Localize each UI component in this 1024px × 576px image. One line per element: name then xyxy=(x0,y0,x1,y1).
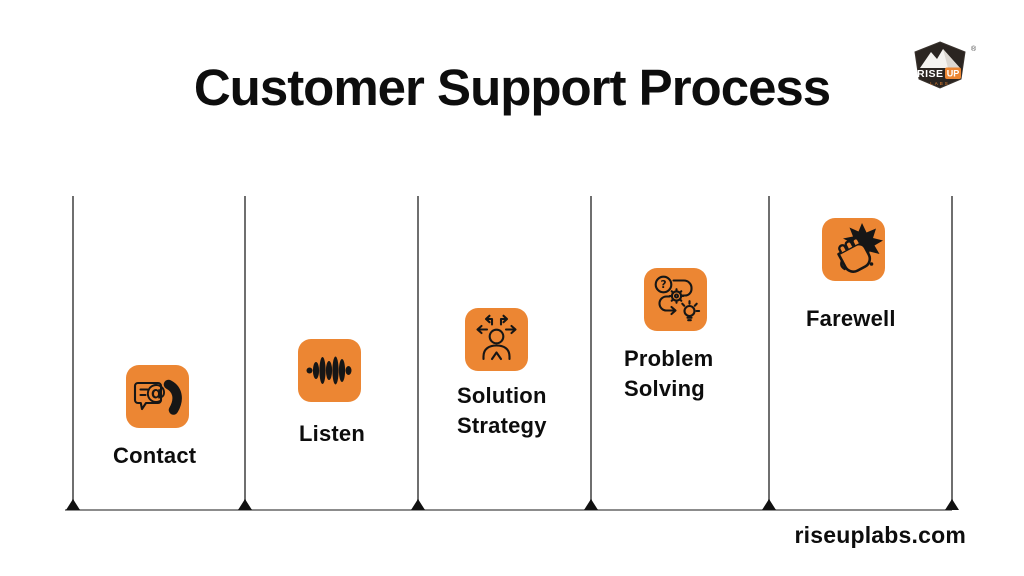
column-divider-3 xyxy=(417,196,419,509)
column-divider-6 xyxy=(951,196,953,509)
person-decision-arrows-icon xyxy=(465,308,528,371)
at-sign-glyph: @ xyxy=(146,381,167,405)
column-divider-5 xyxy=(768,196,770,509)
step-label-problem-solving: Problem Solving xyxy=(624,346,714,401)
website-url: riseuplabs.com xyxy=(794,522,966,548)
timeline-arrow-tick xyxy=(237,499,252,510)
column-divider-4 xyxy=(590,196,592,509)
logo-rise-text: RISE xyxy=(917,68,944,80)
logo-up-text: UP xyxy=(947,69,960,79)
step-label-contact: Contact xyxy=(113,443,197,468)
logo-up-box xyxy=(945,67,961,79)
fist-bump-burst-icon xyxy=(822,218,885,281)
question-mark-glyph: ? xyxy=(660,279,666,291)
riseuplabs-logo: ® RISE UP LABS xyxy=(902,38,978,98)
timeline-baseline xyxy=(65,509,952,511)
registered-mark: ® xyxy=(971,45,977,53)
timeline-arrow-tick xyxy=(761,499,776,510)
mountain-facet xyxy=(943,49,960,68)
column-divider-1 xyxy=(72,196,74,509)
question-gear-lightbulb-icon: ? xyxy=(644,268,707,331)
step-label-farewell: Farewell xyxy=(806,306,896,331)
page-title: Customer Support Process xyxy=(193,59,831,116)
timeline-arrow-tick xyxy=(583,499,598,510)
column-divider-2 xyxy=(244,196,246,509)
logo-labs-text: LABS xyxy=(930,81,950,86)
timeline-arrow-tick xyxy=(65,499,80,510)
contact-message-phone-icon: @ xyxy=(126,365,189,428)
step-label-solution-strategy: Solution Strategy xyxy=(457,383,547,438)
audio-waveform-icon xyxy=(298,339,361,402)
mountain-badge-icon: ® RISE UP LABS xyxy=(914,41,977,89)
step-label-listen: Listen xyxy=(299,421,365,446)
timeline-arrow-tick xyxy=(410,499,425,510)
timeline-arrow-tick xyxy=(944,499,959,510)
